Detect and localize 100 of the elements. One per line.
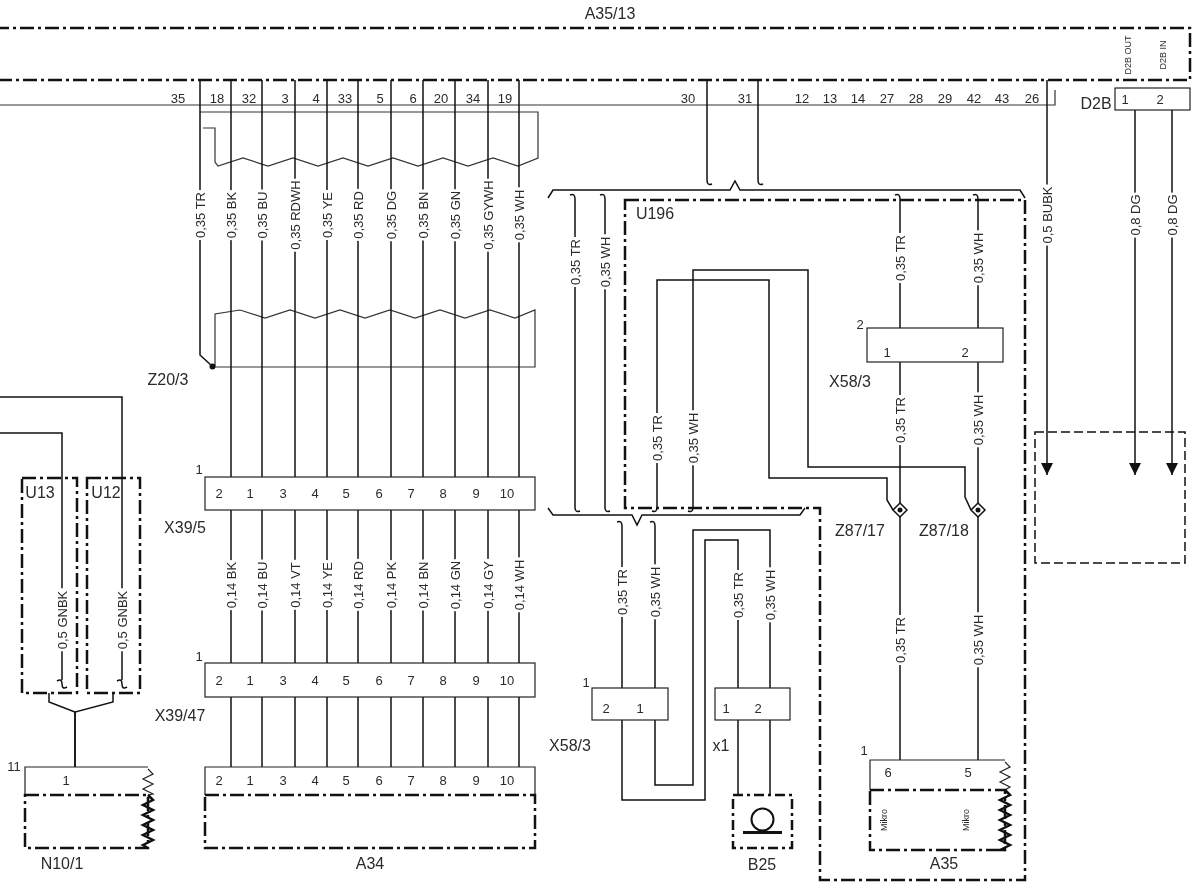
component-label: B25 [747, 857, 777, 873]
pin-number: 2 [215, 673, 223, 687]
pin-number: 5 [342, 673, 350, 687]
component-label: A35/13 [584, 6, 636, 22]
pin-number: 20 [433, 91, 449, 105]
wire [737, 719, 739, 796]
wire [422, 696, 424, 768]
pin-number: 1 [582, 675, 590, 689]
pin-number: 9 [472, 773, 480, 787]
wire [230, 696, 232, 768]
pin-number: 1 [246, 486, 254, 500]
pin-number: 30 [680, 91, 696, 105]
pin-number: 3 [279, 486, 287, 500]
pin-number: 3 [279, 673, 287, 687]
pin-label: Mikro [961, 809, 971, 831]
pin-number: 2 [961, 345, 969, 359]
pin-number: 43 [994, 91, 1010, 105]
pin-number: 1 [883, 345, 891, 359]
component-label: x1 [712, 738, 730, 754]
component-label: U196 [635, 206, 675, 222]
pin-number: 18 [209, 91, 225, 105]
wire [654, 529, 771, 786]
pin-number: 10 [499, 773, 515, 787]
component-label: A34 [355, 856, 385, 872]
wire [706, 79, 713, 186]
pin-number: 6 [375, 673, 383, 687]
pin-number: 6 [409, 91, 417, 105]
pin-number: 8 [439, 673, 447, 687]
wire [687, 269, 972, 513]
pin-number: 1 [722, 701, 730, 715]
pin-number: 2 [215, 773, 223, 787]
wire-arrow [1129, 109, 1141, 476]
wire [651, 279, 894, 513]
pin-number: 27 [879, 91, 895, 105]
pin-number: 5 [342, 486, 350, 500]
pin-number: 34 [465, 91, 481, 105]
pin-number: 2 [215, 486, 223, 500]
component-label: X58/3 [829, 374, 871, 390]
pin-number: 19 [497, 91, 513, 105]
pin-number: 32 [241, 91, 257, 105]
wire [326, 696, 328, 768]
pin-number: 2 [1156, 92, 1164, 106]
pin-number: 3 [279, 773, 287, 787]
wire [621, 539, 739, 801]
component-label: Z20/3 [147, 372, 189, 388]
wire [769, 719, 771, 796]
pin-number: 31 [737, 91, 753, 105]
component-label: U13 [25, 485, 55, 501]
pin-number: 7 [407, 486, 415, 500]
pin-number: 1 [636, 701, 644, 715]
pin-number: 26 [1024, 91, 1040, 105]
wire [487, 696, 489, 768]
wire [294, 696, 296, 768]
pin-number: 1 [246, 673, 254, 687]
pin-number: 1 [195, 462, 203, 476]
pin-label: D2B OUT [1123, 35, 1133, 75]
pin-number: 2 [602, 701, 610, 715]
pin-number: 4 [311, 486, 319, 500]
pin-number: 4 [312, 91, 320, 105]
pin-number: 1 [1121, 92, 1129, 106]
pin-number: 9 [472, 486, 480, 500]
pin-number: 10 [499, 486, 515, 500]
pin-label: Mikro [879, 809, 889, 831]
pin-number: 2 [856, 317, 864, 331]
pin-number: 7 [407, 773, 415, 787]
pin-number: 7 [407, 673, 415, 687]
component-label: Z87/17 [835, 523, 885, 539]
wire [757, 79, 764, 186]
wire [422, 79, 424, 478]
pin-number: 35 [170, 91, 186, 105]
pin-number: 3 [281, 91, 289, 105]
pin-number: 8 [439, 486, 447, 500]
component-label: X39/5 [164, 520, 206, 536]
pin-number: 4 [311, 773, 319, 787]
pin-number: 1 [62, 773, 70, 787]
wire [390, 696, 392, 768]
wire [261, 696, 263, 768]
pin-number: 8 [439, 773, 447, 787]
pin-number: 2 [754, 701, 762, 715]
component-label: X39/47 [154, 708, 206, 724]
wire [518, 696, 520, 768]
component-label: X58/3 [549, 738, 591, 754]
wire [454, 696, 456, 768]
pin-number: 5 [342, 773, 350, 787]
pin-number: 1 [246, 773, 254, 787]
wire [230, 79, 232, 478]
component-label: D2B [1080, 96, 1112, 112]
component-label: A35 [929, 856, 959, 872]
component-label: N10/1 [40, 856, 84, 872]
wire [74, 692, 114, 768]
pin-number: 29 [937, 91, 953, 105]
pin-number: 6 [884, 765, 892, 779]
pin-number: 28 [908, 91, 924, 105]
pin-number: 12 [794, 91, 810, 105]
wire [357, 696, 359, 768]
pin-number: 6 [375, 486, 383, 500]
pin-number: 9 [472, 673, 480, 687]
pin-number: 5 [376, 91, 384, 105]
component-label: Z87/18 [919, 523, 969, 539]
pin-number: 11 [7, 759, 21, 773]
